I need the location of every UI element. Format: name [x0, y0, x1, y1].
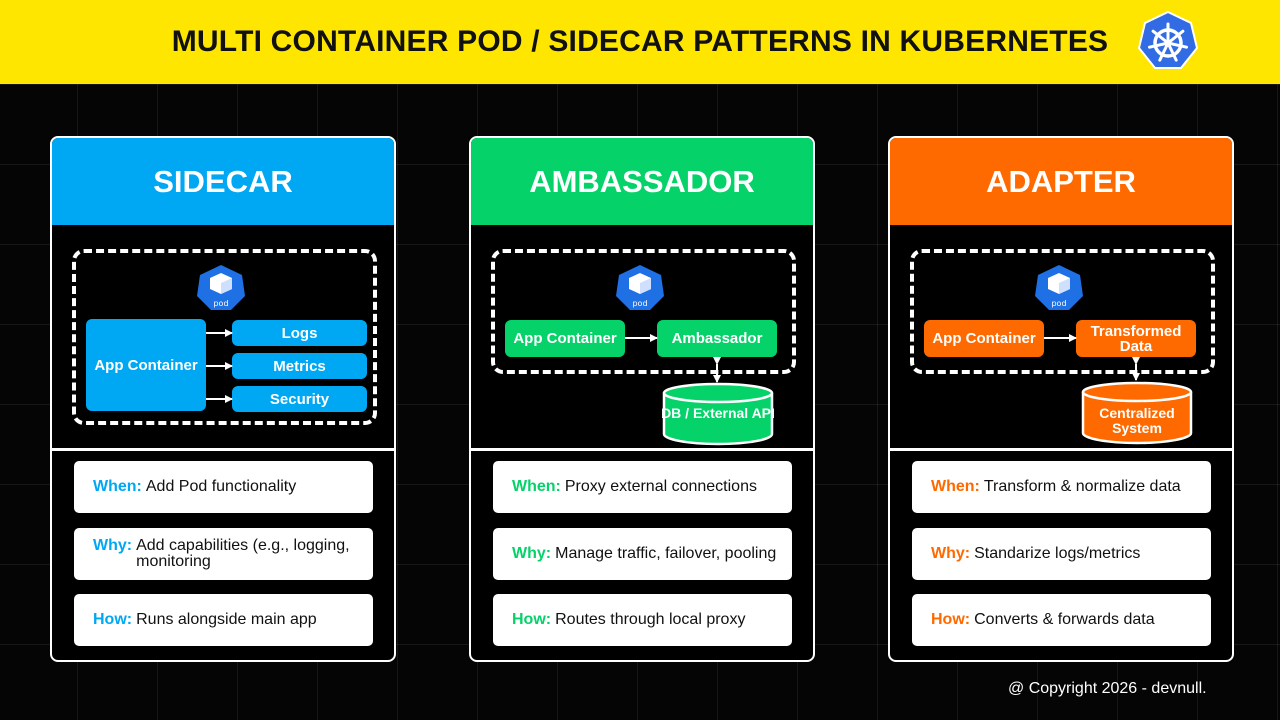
pod-boundary — [72, 249, 377, 425]
when-row: When: Add Pod functionality — [74, 461, 373, 513]
sidecar-card: SIDECAR pod App Container Logs Metrics S… — [50, 136, 396, 662]
app-container-box: App Container — [924, 320, 1044, 357]
pod-boundary — [910, 249, 1215, 374]
when-text: Add Pod functionality — [145, 478, 297, 495]
pod-label: pod — [632, 299, 647, 308]
kubernetes-logo-icon — [1137, 10, 1199, 69]
why-key: Why: — [512, 545, 552, 562]
adapter-system-arrow — [1132, 357, 1140, 381]
adapter-heading: ADAPTER — [890, 138, 1232, 225]
app-to-ambassador-arrow — [625, 334, 658, 342]
why-key: Why: — [931, 545, 971, 562]
when-key: When: — [931, 478, 980, 495]
system-label: Centralized System — [1099, 405, 1175, 436]
how-key: How: — [931, 611, 971, 628]
why-text: Manage traffic, failover, pooling — [555, 545, 777, 562]
database-cylinder-icon — [662, 382, 774, 446]
how-key: How: — [512, 611, 552, 628]
how-row: How: Routes through local proxy — [493, 594, 792, 646]
when-key: When: — [512, 478, 561, 495]
why-key: Why: — [93, 537, 133, 554]
pod-icon: pod — [616, 265, 664, 310]
why-text: Standarize logs/metrics — [974, 545, 1141, 562]
copyright-text: @ Copyright 2026 - devnull. — [1008, 680, 1207, 697]
transformed-data-box: Transformed Data — [1076, 320, 1196, 357]
ambassador-card: AMBASSADOR pod App Container Ambassador … — [469, 136, 815, 662]
page-title: MULTI CONTAINER POD / SIDECAR PATTERNS I… — [171, 25, 1109, 58]
adapter-card: ADAPTER pod App Container Transformed Da… — [888, 136, 1234, 662]
db-label: DB / External API — [661, 405, 775, 421]
pod-icon: pod — [197, 265, 245, 310]
app-container-box: App Container — [86, 319, 206, 411]
how-key: How: — [93, 611, 133, 628]
when-key: When: — [93, 478, 142, 495]
title-banner — [0, 0, 1280, 84]
ambassador-heading: AMBASSADOR — [471, 138, 813, 225]
ambassador-db-arrow — [713, 357, 721, 383]
card-divider — [471, 448, 813, 451]
logs-box: Logs — [232, 320, 367, 346]
card-divider — [52, 448, 394, 451]
why-text: Add capabilities (e.g., logging, monitor… — [136, 537, 350, 570]
app-container-box: App Container — [505, 320, 625, 357]
metrics-box: Metrics — [232, 353, 367, 379]
how-row: How: Runs alongside main app — [74, 594, 373, 646]
system-cylinder-icon — [1081, 381, 1193, 445]
pod-boundary — [491, 249, 796, 374]
sidecar-heading: SIDECAR — [52, 138, 394, 225]
how-text: Routes through local proxy — [555, 611, 746, 628]
when-row: When: Proxy external connections — [493, 461, 792, 513]
how-text: Runs alongside main app — [136, 611, 317, 628]
why-row: Why: Manage traffic, failover, pooling — [493, 528, 792, 580]
when-text: Transform & normalize data — [983, 478, 1181, 495]
pod-icon: pod — [1035, 265, 1083, 310]
security-box: Security — [232, 386, 367, 412]
when-row: When: Transform & normalize data — [912, 461, 1211, 513]
how-text: Converts & forwards data — [974, 611, 1155, 628]
how-row: How: Converts & forwards data — [912, 594, 1211, 646]
pod-label: pod — [213, 299, 228, 308]
sidecar-arrows — [206, 329, 233, 403]
card-divider — [890, 448, 1232, 451]
ambassador-box: Ambassador — [657, 320, 777, 357]
why-row: Why: Standarize logs/metrics — [912, 528, 1211, 580]
pod-label: pod — [1051, 299, 1066, 308]
why-row: Why: Add capabilities (e.g., logging, mo… — [74, 528, 373, 580]
app-to-adapter-arrow — [1044, 334, 1077, 342]
when-text: Proxy external connections — [564, 478, 757, 495]
